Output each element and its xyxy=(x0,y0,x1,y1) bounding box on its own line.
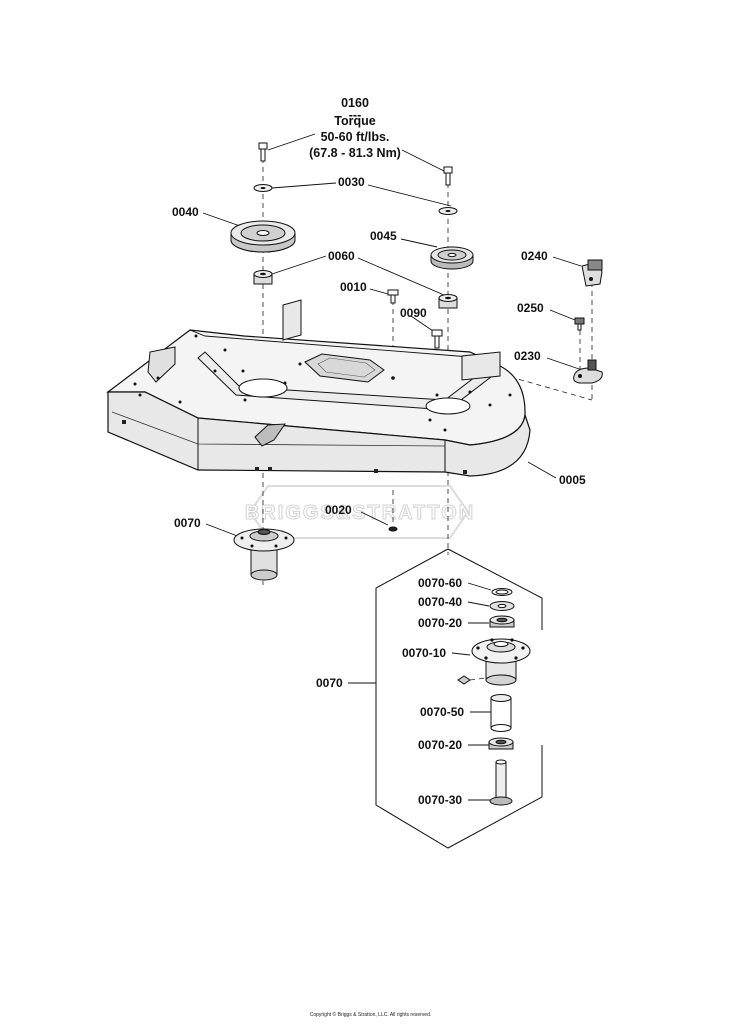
detail-part-0070-40 xyxy=(467,601,515,611)
fitting-0240 xyxy=(581,259,603,287)
bolt-0090 xyxy=(431,329,443,349)
torque-note: 0160 --- Torque 50-60 ft/lbs. (67.8 - 81… xyxy=(309,96,401,160)
detail-part-0070-60 xyxy=(467,582,513,596)
screw-0010 xyxy=(387,289,399,304)
torque-label: Torque xyxy=(334,114,375,128)
callout-0070-50: 0070-50 xyxy=(420,705,464,719)
callout-0070-spindle: 0070 xyxy=(174,516,201,530)
torque-metric: (67.8 - 81.3 Nm) xyxy=(309,146,401,160)
callout-labels: 0030 0040 0045 0060 0010 0090 0240 0250 … xyxy=(172,175,586,807)
callout-0250: 0250 xyxy=(517,301,544,315)
pulley-0040 xyxy=(230,220,296,253)
callout-0070-40: 0070-40 xyxy=(418,595,462,609)
callout-0230: 0230 xyxy=(514,349,541,363)
callout-0090: 0090 xyxy=(400,306,427,320)
callout-0060: 0060 xyxy=(328,249,355,263)
callout-0160: 0160 xyxy=(341,96,369,110)
torque-imperial: 50-60 ft/lbs. xyxy=(321,130,390,144)
callout-0040: 0040 xyxy=(172,205,199,219)
copyright-footer: Copyright © Briggs & Stratton, LLC. All … xyxy=(309,1012,432,1018)
detail-view-outline xyxy=(348,548,543,849)
spindle-assembly-0070 xyxy=(233,528,295,581)
callout-0045: 0045 xyxy=(370,229,397,243)
callout-0005: 0005 xyxy=(559,473,586,487)
callout-0020: 0020 xyxy=(325,503,352,517)
callout-0070-60: 0070-60 xyxy=(418,576,462,590)
leader-lines xyxy=(202,133,583,538)
callout-0030: 0030 xyxy=(338,175,365,189)
bracket-0230 xyxy=(573,359,603,384)
callout-0070-20-bottom: 0070-20 xyxy=(418,738,462,752)
torque-separator: --- xyxy=(349,108,362,122)
bearing-0060 xyxy=(253,270,458,309)
idler-pulley-0045 xyxy=(430,246,474,270)
callout-0070-20-top: 0070-20 xyxy=(418,616,462,630)
bolt-0160 xyxy=(258,142,453,186)
brand-watermark: BRIGGS&STRATTON xyxy=(244,485,475,539)
screw-0250 xyxy=(574,317,585,331)
watermark-text: BRIGGS&STRATTON xyxy=(245,502,475,524)
detail-housing-0070-10 xyxy=(451,638,531,686)
detail-bearing-0070-20-bottom xyxy=(468,737,514,750)
callout-0070-detail: 0070 xyxy=(316,676,343,690)
callout-0070-30: 0070-30 xyxy=(418,793,462,807)
callout-0070-10: 0070-10 xyxy=(402,646,446,660)
detail-spacer-0070-50 xyxy=(470,694,512,732)
detail-bearing-0070-20-top xyxy=(468,615,515,628)
callout-0240: 0240 xyxy=(521,249,548,263)
callout-0010: 0010 xyxy=(340,280,367,294)
nut-0020 xyxy=(388,526,398,532)
detail-shaft-0070-30 xyxy=(468,759,513,806)
washer-0030 xyxy=(253,184,458,215)
mower-deck xyxy=(106,299,531,477)
